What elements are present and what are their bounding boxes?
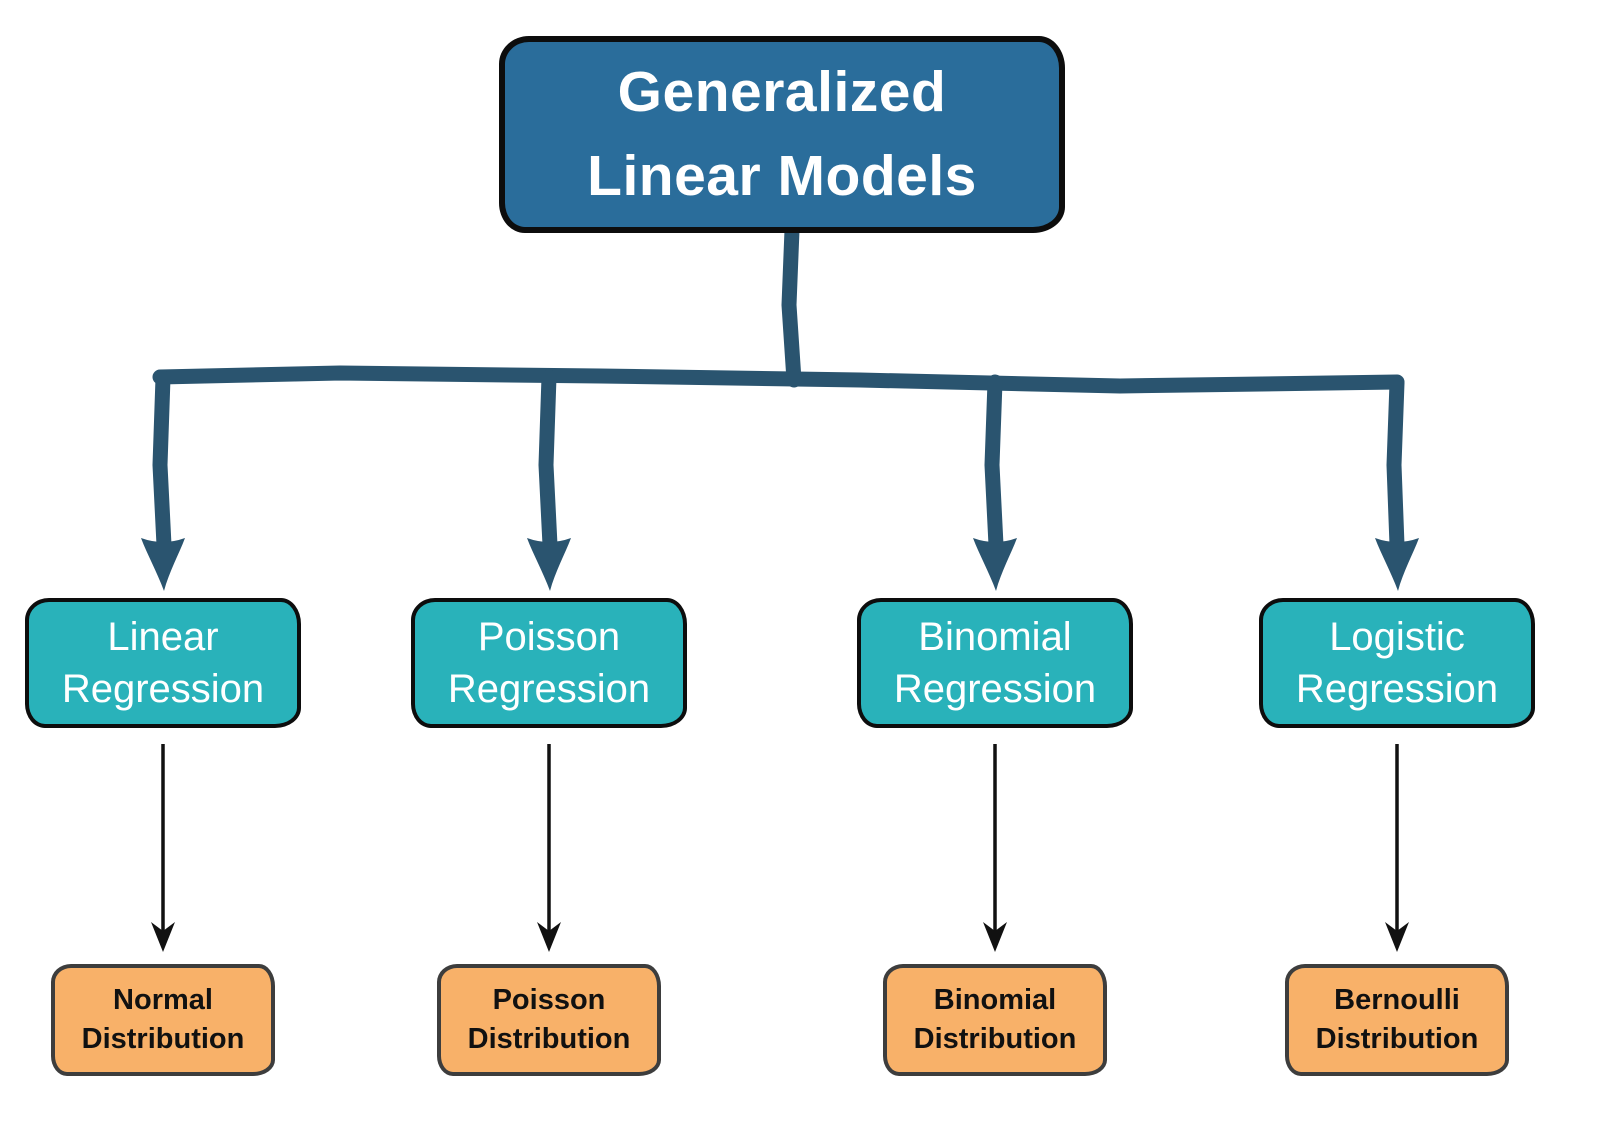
model-label-line1: Binomial — [918, 615, 1072, 659]
branch-drop-line-4 — [1386, 375, 1405, 553]
node-binomial-regression: Binomial Regression — [857, 598, 1133, 728]
branch-arrowhead-2 — [527, 538, 571, 591]
model-label-line1: Linear — [107, 615, 219, 659]
model-to-distribution-arrowhead-4 — [1385, 922, 1409, 952]
model-to-distribution-arrowhead-2 — [537, 922, 561, 952]
branch-drop-line-1 — [152, 370, 172, 553]
trunk-stem-line — [781, 222, 802, 388]
node-poisson-distribution: Poisson Distribution — [437, 964, 661, 1076]
model-label-line2: Regression — [893, 667, 1097, 711]
branch-drop-line-2 — [538, 369, 558, 553]
distribution-label-line1: Bernoulli — [1334, 983, 1460, 1016]
branch-arrowhead-3 — [973, 538, 1017, 591]
root-label-line1: Generalized — [617, 59, 947, 124]
distribution-label-line2: Distribution — [467, 1023, 631, 1055]
trunk-horizontal-bar — [152, 365, 1405, 394]
model-label-line1: Logistic — [1329, 615, 1465, 659]
branch-arrowhead-1 — [141, 538, 185, 591]
branch-arrowhead-4 — [1375, 538, 1419, 591]
distribution-label-line1: Binomial — [933, 983, 1057, 1016]
model-to-distribution-arrowhead-1 — [151, 922, 175, 952]
node-bernoulli-distribution: Bernoulli Distribution — [1285, 964, 1509, 1076]
node-binomial-distribution: Binomial Distribution — [883, 964, 1107, 1076]
distribution-label-line2: Distribution — [1315, 1023, 1479, 1055]
distribution-label-line2: Distribution — [81, 1023, 245, 1055]
node-generalized-linear-models: Generalized Linear Models — [499, 36, 1065, 233]
node-normal-distribution: Normal Distribution — [51, 964, 275, 1076]
branch-drop-line-3 — [984, 374, 1004, 553]
node-linear-regression: Linear Regression — [25, 598, 301, 728]
distribution-label-line1: Poisson — [492, 983, 606, 1016]
node-poisson-regression: Poisson Regression — [411, 598, 687, 728]
node-logistic-regression: Logistic Regression — [1259, 598, 1535, 728]
model-label-line1: Poisson — [477, 615, 621, 659]
distribution-label-line2: Distribution — [913, 1023, 1077, 1055]
model-to-distribution-arrowhead-3 — [983, 922, 1007, 952]
model-label-line2: Regression — [61, 667, 265, 711]
root-label-line2: Linear Models — [587, 143, 977, 208]
model-label-line2: Regression — [1295, 667, 1499, 711]
distribution-label-line1: Normal — [113, 983, 213, 1016]
model-label-line2: Regression — [447, 667, 651, 711]
